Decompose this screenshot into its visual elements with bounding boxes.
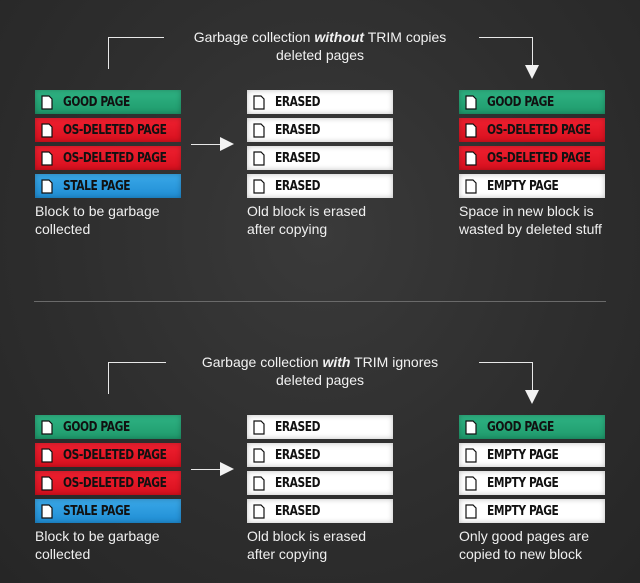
page-icon	[41, 178, 53, 194]
good-page: GOOD PAGE	[35, 415, 181, 439]
os-deleted-page: OS-DELETED PAGE	[35, 146, 181, 170]
block-caption: Block to be garbage collected	[35, 203, 160, 237]
good-page: GOOD PAGE	[35, 90, 181, 114]
page-icon	[253, 178, 265, 194]
empty-page: EMPTY PAGE	[459, 443, 605, 467]
block-caption: Only good pages are copied to new block	[459, 528, 589, 562]
good-page: GOOD PAGE	[459, 90, 605, 114]
erased-page: ERASED	[247, 90, 393, 114]
arrow-shaft	[191, 469, 221, 470]
new-block: GOOD PAGE OS-DELETED PAGE OS-DELETED PAG…	[459, 90, 605, 238]
connector-line	[479, 362, 532, 363]
connector-line	[108, 37, 164, 38]
connector-line	[108, 362, 166, 363]
title-text: TRIM copies	[364, 29, 447, 45]
page-icon	[465, 178, 477, 194]
page-icon	[253, 503, 265, 519]
erased-page: ERASED	[247, 443, 393, 467]
connector-line	[532, 37, 533, 67]
erased-page: ERASED	[247, 118, 393, 142]
down-arrow-icon	[525, 65, 539, 79]
erased-page: ERASED	[247, 415, 393, 439]
erased-page: ERASED	[247, 499, 393, 523]
page-icon	[41, 150, 53, 166]
title-text: Garbage collection	[201, 354, 323, 370]
title-text: deleted pages	[276, 47, 364, 63]
page-icon	[253, 150, 265, 166]
page-icon	[465, 503, 477, 519]
title-text: TRIM ignores	[350, 354, 439, 370]
old-block: ERASED ERASED ERASED ERASED Old block is…	[247, 415, 393, 563]
os-deleted-page: OS-DELETED PAGE	[459, 146, 605, 170]
section-title: Garbage collection with TRIM ignores del…	[170, 353, 470, 389]
page-icon	[253, 94, 265, 110]
empty-page: EMPTY PAGE	[459, 174, 605, 198]
page-icon	[465, 447, 477, 463]
page-icon	[465, 150, 477, 166]
right-arrow-icon	[220, 462, 234, 476]
os-deleted-page: OS-DELETED PAGE	[35, 118, 181, 142]
arrow-shaft	[191, 144, 221, 145]
erased-page: ERASED	[247, 174, 393, 198]
title-emphasis: without	[314, 29, 365, 45]
page-icon	[465, 122, 477, 138]
page-icon	[41, 503, 53, 519]
empty-page: EMPTY PAGE	[459, 471, 605, 495]
erased-page: ERASED	[247, 146, 393, 170]
os-deleted-page: OS-DELETED PAGE	[35, 471, 181, 495]
os-deleted-page: OS-DELETED PAGE	[459, 118, 605, 142]
connector-line	[108, 37, 109, 69]
without-trim-section: Garbage collection without TRIM copies d…	[35, 28, 605, 238]
title-emphasis: with	[322, 354, 351, 370]
connector-line	[532, 362, 533, 392]
connector-line	[108, 362, 109, 394]
good-page: GOOD PAGE	[459, 415, 605, 439]
page-icon	[465, 475, 477, 491]
down-arrow-icon	[525, 390, 539, 404]
page-icon	[253, 475, 265, 491]
page-icon	[253, 122, 265, 138]
empty-page: EMPTY PAGE	[459, 499, 605, 523]
stale-page: STALE PAGE	[35, 174, 181, 198]
page-icon	[465, 94, 477, 110]
page-icon	[41, 122, 53, 138]
source-block: GOOD PAGE OS-DELETED PAGE OS-DELETED PAG…	[35, 415, 181, 563]
page-icon	[253, 447, 265, 463]
section-divider	[34, 301, 606, 302]
page-icon	[253, 419, 265, 435]
title-text: Garbage collection	[193, 29, 315, 45]
block-caption: Old block is erased after copying	[247, 203, 367, 237]
block-caption: Old block is erased after copying	[247, 528, 367, 562]
erased-page: ERASED	[247, 471, 393, 495]
section-title: Garbage collection without TRIM copies d…	[170, 28, 470, 64]
new-block: GOOD PAGE EMPTY PAGE EMPTY PAGE EMPTY PA…	[459, 415, 605, 563]
page-icon	[41, 94, 53, 110]
page-icon	[41, 475, 53, 491]
stale-page: STALE PAGE	[35, 499, 181, 523]
connector-line	[479, 37, 532, 38]
page-icon	[465, 419, 477, 435]
os-deleted-page: OS-DELETED PAGE	[35, 443, 181, 467]
source-block: GOOD PAGE OS-DELETED PAGE OS-DELETED PAG…	[35, 90, 181, 238]
old-block: ERASED ERASED ERASED ERASED Old block is…	[247, 90, 393, 238]
block-caption: Block to be garbage collected	[35, 528, 160, 562]
title-text: deleted pages	[276, 372, 364, 388]
page-icon	[41, 419, 53, 435]
page-icon	[41, 447, 53, 463]
block-caption: Space in new block is wasted by deleted …	[459, 203, 602, 237]
right-arrow-icon	[220, 137, 234, 151]
